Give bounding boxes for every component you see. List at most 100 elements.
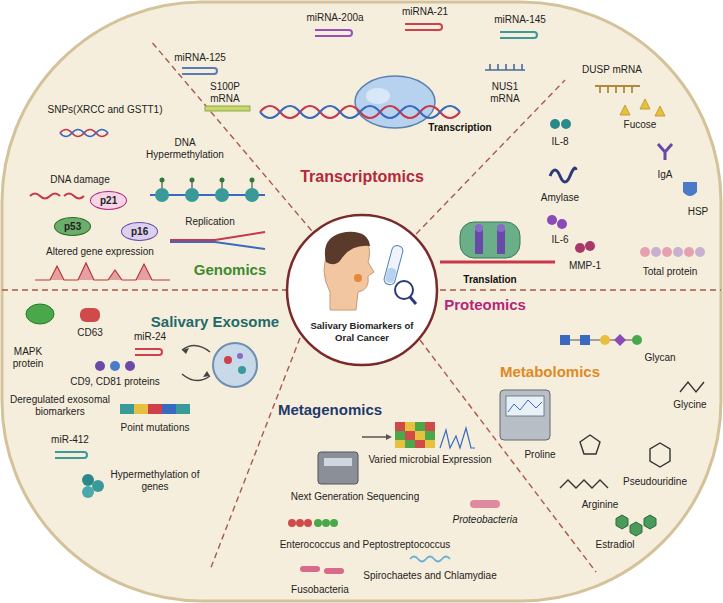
label: Transcription: [428, 122, 491, 134]
methylation-row-part: [190, 178, 195, 183]
ribosome-part: [460, 222, 520, 258]
label: Fucose: [624, 119, 657, 131]
exosome-icons-part: [162, 404, 176, 414]
exosome-icons-part: [82, 486, 94, 498]
proteomics-icons-part: [550, 119, 560, 129]
exosome-icons-part: [224, 356, 232, 364]
section-title: Transcriptomics: [300, 168, 424, 186]
proteomics-icons-part: [557, 219, 567, 229]
metabolomics-icons-part: [500, 390, 550, 440]
label: CD63: [77, 327, 103, 339]
metagenomics-icons-part: [395, 440, 405, 448]
label: IL-8: [551, 136, 568, 148]
dna-damage: [30, 194, 84, 199]
label: Arginine: [582, 499, 619, 511]
snp-helix-part: [60, 130, 108, 137]
exosome-icons-part: [82, 474, 94, 486]
label: HSP: [688, 206, 709, 218]
exosome-icons-part: [95, 361, 105, 371]
exosome-icons-part: [134, 404, 148, 414]
mrna-strips-part: [485, 64, 525, 70]
exosome-icons-part: [92, 480, 104, 492]
center-circle: Salivary Biomarkers of Oral Cancer: [287, 215, 437, 365]
center-disc-part: [410, 297, 416, 304]
proteomics-icons-part: [561, 119, 571, 129]
snp-helix: [60, 130, 108, 137]
center-disc-part: [354, 274, 362, 282]
label: Point mutations: [121, 422, 190, 434]
proteomics-icons-part: [695, 247, 705, 257]
label: miRNA-21: [402, 6, 448, 18]
metagenomics-icons-part: [386, 434, 392, 440]
exosome-icons-part: [80, 308, 100, 322]
proteomics-icons-part: [684, 247, 694, 257]
label: Hypermethylation of genes: [109, 469, 201, 492]
metabolomics-icons-part: [616, 515, 628, 529]
label: Translation: [463, 274, 516, 286]
label: NUS1 mRNA: [486, 81, 524, 104]
sector-dividers-part: [440, 289, 721, 290]
exosome-icons-part: [148, 404, 162, 414]
exosome-icons-part: [135, 349, 162, 355]
proteomics-icons-part: [547, 215, 557, 225]
methylation-row-part: [250, 178, 255, 183]
node-text: p53: [64, 221, 81, 232]
methylation-row-part: [155, 188, 169, 202]
metabolomics-icons-part: [560, 480, 608, 488]
ribosome: [440, 222, 555, 262]
center-disc: [287, 215, 437, 365]
metabolomics-icons-part: [644, 515, 656, 529]
metabolomics-icons-part: [680, 382, 704, 392]
proteomics-icons-part: [620, 99, 665, 116]
metagenomics-icons-part: [425, 422, 435, 431]
node-text: p16: [131, 226, 148, 237]
center-disc-part: [384, 267, 397, 284]
label: Estradiol: [596, 539, 635, 551]
methylation-row: [150, 178, 265, 203]
metagenomics-icons-part: [324, 568, 344, 574]
label: MAPK protein: [8, 346, 48, 369]
ribosome-part: [475, 224, 483, 232]
exosome-icons-part: [176, 404, 190, 414]
methylation-row-part: [245, 188, 259, 202]
mirna-hairpins-part: [500, 32, 537, 38]
dna-damage-part: [30, 194, 60, 199]
proteomics-icons-part: [550, 168, 576, 182]
label: Amylase: [541, 192, 579, 204]
exosome-icons-part: [55, 452, 87, 458]
ribosome-part: [475, 230, 483, 254]
label: Enterococcus and Peptostreptococcus: [280, 539, 451, 551]
label: DNA damage: [50, 174, 109, 186]
mirna-hairpins: [182, 24, 537, 74]
metabolomics-icons: [500, 334, 704, 536]
label: Pseudouridine: [623, 476, 687, 488]
section-title: Salivary Exosome: [151, 313, 279, 330]
label: IgA: [657, 169, 672, 181]
metagenomics-icons-part: [395, 422, 405, 431]
label: Deregulated exosomal biomarkers: [6, 394, 114, 417]
label: IL-6: [551, 234, 568, 246]
dna-helix-part: [260, 106, 460, 118]
metagenomics-icons-part: [405, 440, 415, 448]
label: Fusobacteria: [291, 584, 349, 596]
proteomics-icons-part: [658, 144, 672, 160]
label: Replication: [185, 216, 234, 228]
label: CD9, CD81 proteins: [70, 376, 159, 388]
metagenomics-icons-part: [425, 440, 435, 448]
metabolomics-icons-part: [650, 443, 670, 467]
proteomics-icons: [547, 99, 705, 257]
sector-dividers-part: [210, 338, 300, 570]
label: Next Generation Sequencing: [291, 491, 419, 503]
metagenomics-icons-part: [405, 431, 415, 440]
label: Spirochaetes and Chlamydiae: [363, 570, 496, 582]
ribosome-part: [440, 261, 555, 264]
label: MMP-1: [569, 260, 601, 272]
dna-helix-part: [260, 106, 460, 118]
exosome-icons-part: [203, 371, 210, 377]
label: Proteobacteria: [452, 514, 517, 526]
metagenomics-icons-part: [318, 452, 358, 484]
label: miRNA-145: [494, 14, 546, 26]
expression-peaks-part: [35, 263, 170, 280]
